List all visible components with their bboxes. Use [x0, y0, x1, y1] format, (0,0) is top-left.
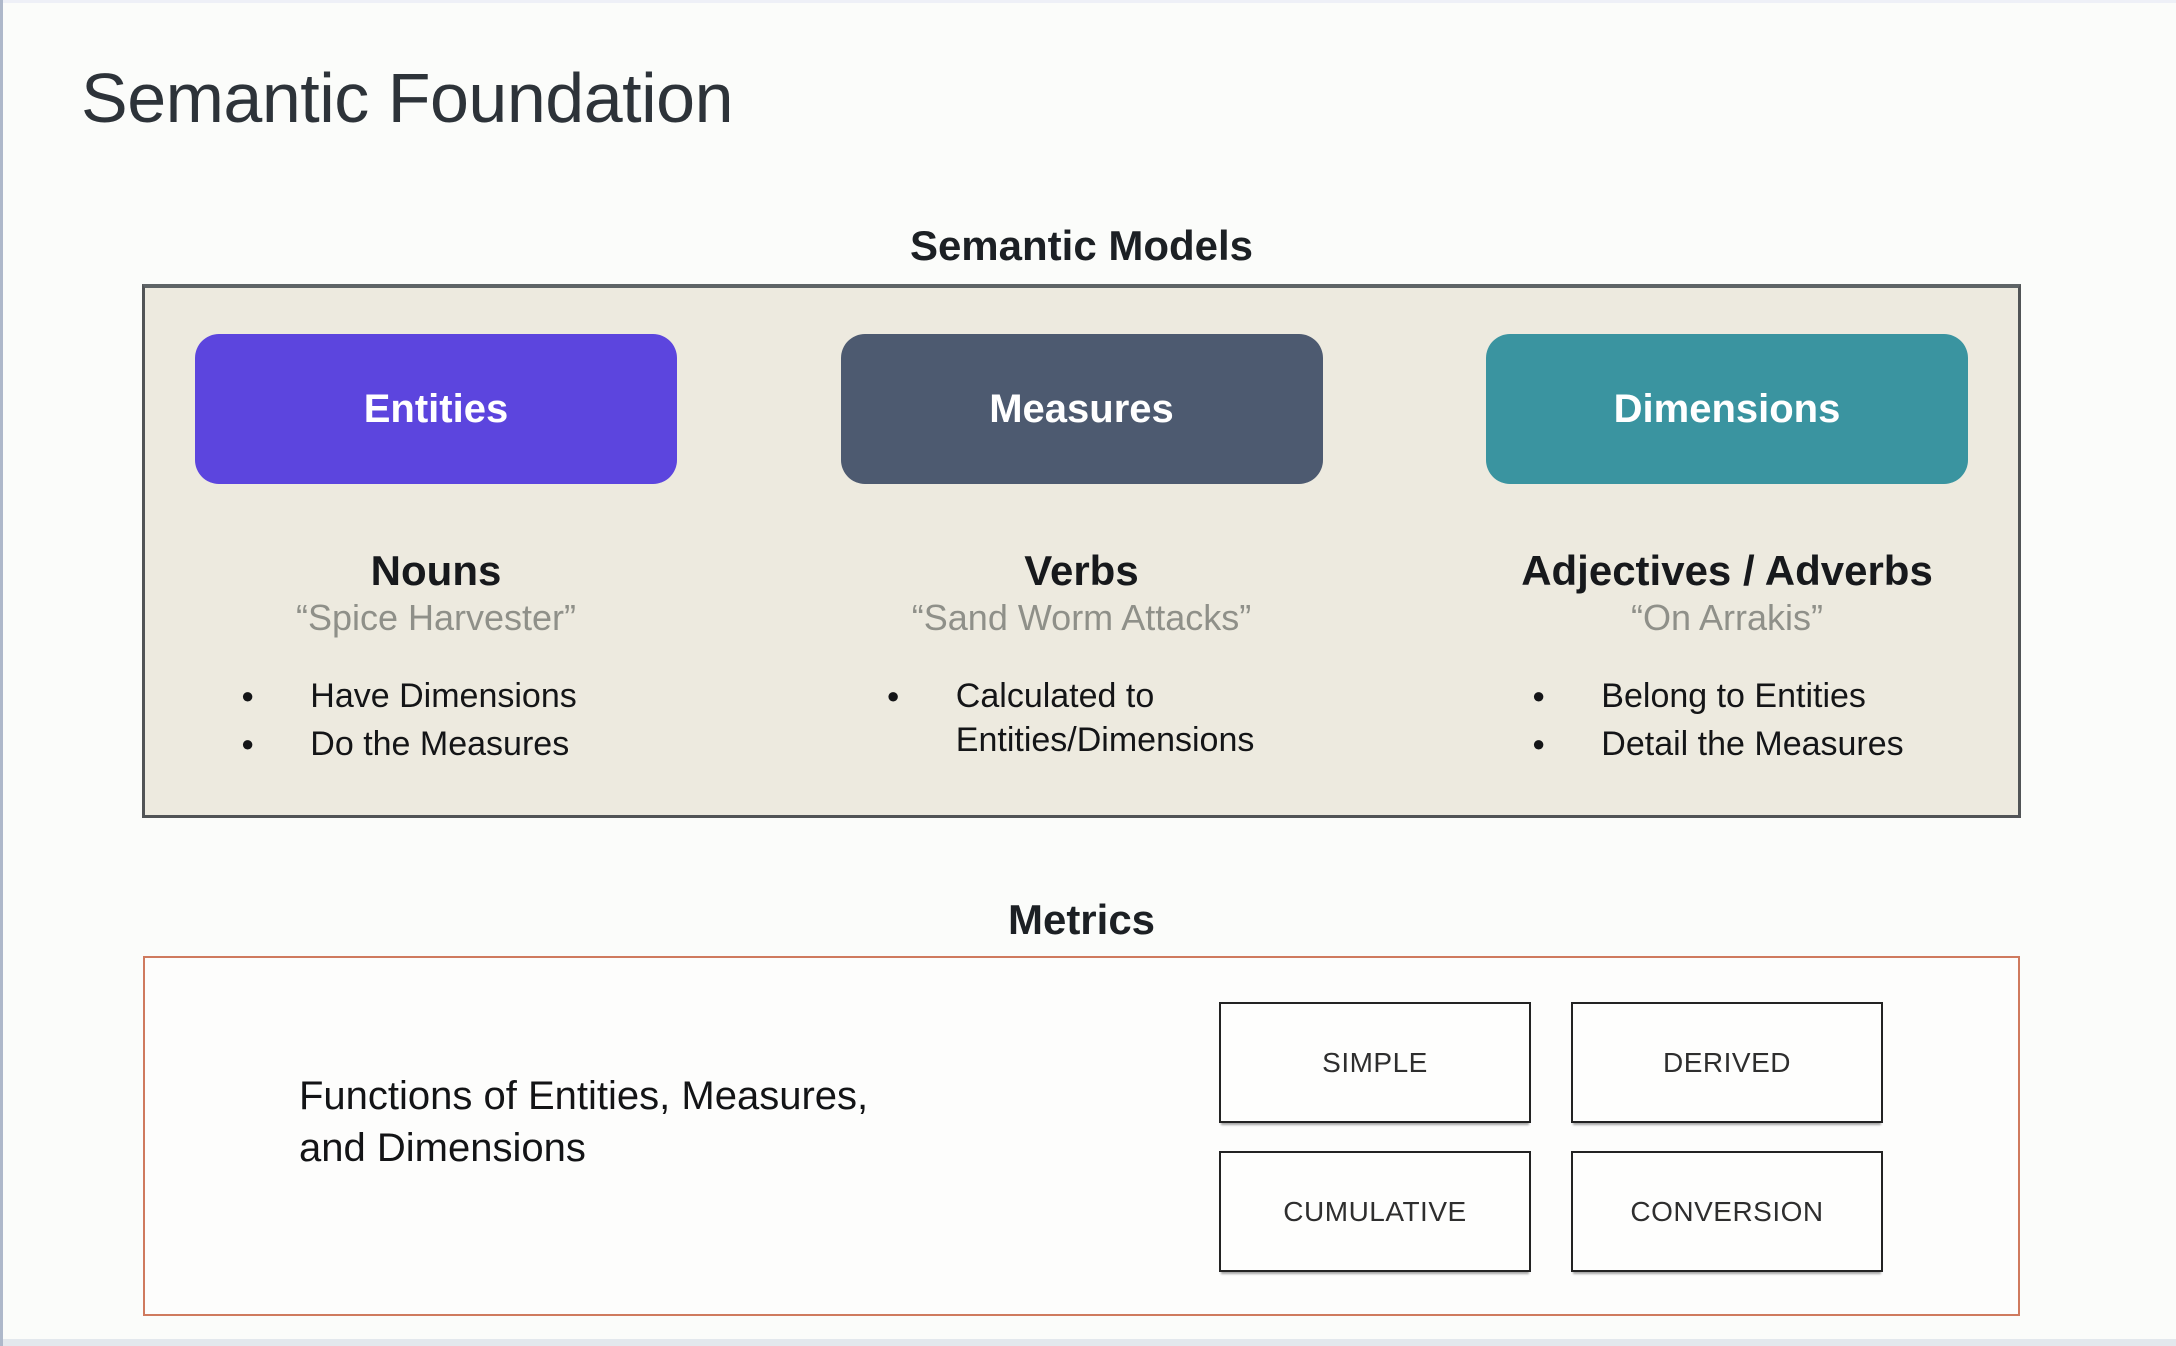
- semantic-models-panel: Entities Nouns “Spice Harvester” Have Di…: [142, 284, 2021, 818]
- entities-bullets: Have Dimensions Do the Measures: [241, 675, 677, 770]
- dimensions-quote: “On Arrakis”: [1630, 597, 1824, 639]
- measures-bullets: Calculated to Entities/Dimensions: [887, 675, 1323, 766]
- metric-box-conversion: CONVERSION: [1571, 1151, 1883, 1272]
- measures-quote: “Sand Worm Attacks”: [911, 597, 1252, 639]
- entities-heading: Nouns: [370, 547, 502, 594]
- measures-chip: Measures: [840, 334, 1323, 484]
- metric-box-cumulative: CUMULATIVE: [1219, 1151, 1531, 1272]
- bullet-item: Detail the Measures: [1532, 723, 1968, 767]
- metrics-grid: SIMPLE DERIVED CUMULATIVE CONVERSION: [1219, 1002, 1883, 1272]
- bullet-item: Belong to Entities: [1532, 675, 1968, 719]
- metrics-description: Functions of Entities, Measures, and Dim…: [299, 1074, 869, 1170]
- metrics-panel: Functions of Entities, Measures, and Dim…: [143, 956, 2020, 1316]
- bullet-item: Do the Measures: [241, 723, 677, 767]
- dimensions-heading: Adjectives / Adverbs: [1521, 547, 1933, 594]
- dimensions-chip: Dimensions: [1486, 334, 1968, 484]
- entities-column: Entities Nouns “Spice Harvester” Have Di…: [195, 288, 677, 815]
- metrics-heading: Metrics: [1007, 896, 1156, 943]
- bullet-item: Calculated to Entities/Dimensions: [887, 675, 1323, 762]
- entities-chip: Entities: [195, 334, 677, 484]
- dimensions-column: Dimensions Adjectives / Adverbs “On Arra…: [1486, 288, 1968, 815]
- metric-box-simple: SIMPLE: [1219, 1002, 1531, 1123]
- measures-column: Measures Verbs “Sand Worm Attacks” Calcu…: [840, 288, 1323, 815]
- semantic-models-heading: Semantic Models: [909, 222, 1254, 269]
- bullet-item: Have Dimensions: [241, 675, 677, 719]
- entities-quote: “Spice Harvester”: [295, 597, 577, 639]
- metric-box-derived: DERIVED: [1571, 1002, 1883, 1123]
- measures-heading: Verbs: [1024, 547, 1139, 594]
- page-title: Semantic Foundation: [81, 59, 734, 137]
- dimensions-bullets: Belong to Entities Detail the Measures: [1532, 675, 1968, 770]
